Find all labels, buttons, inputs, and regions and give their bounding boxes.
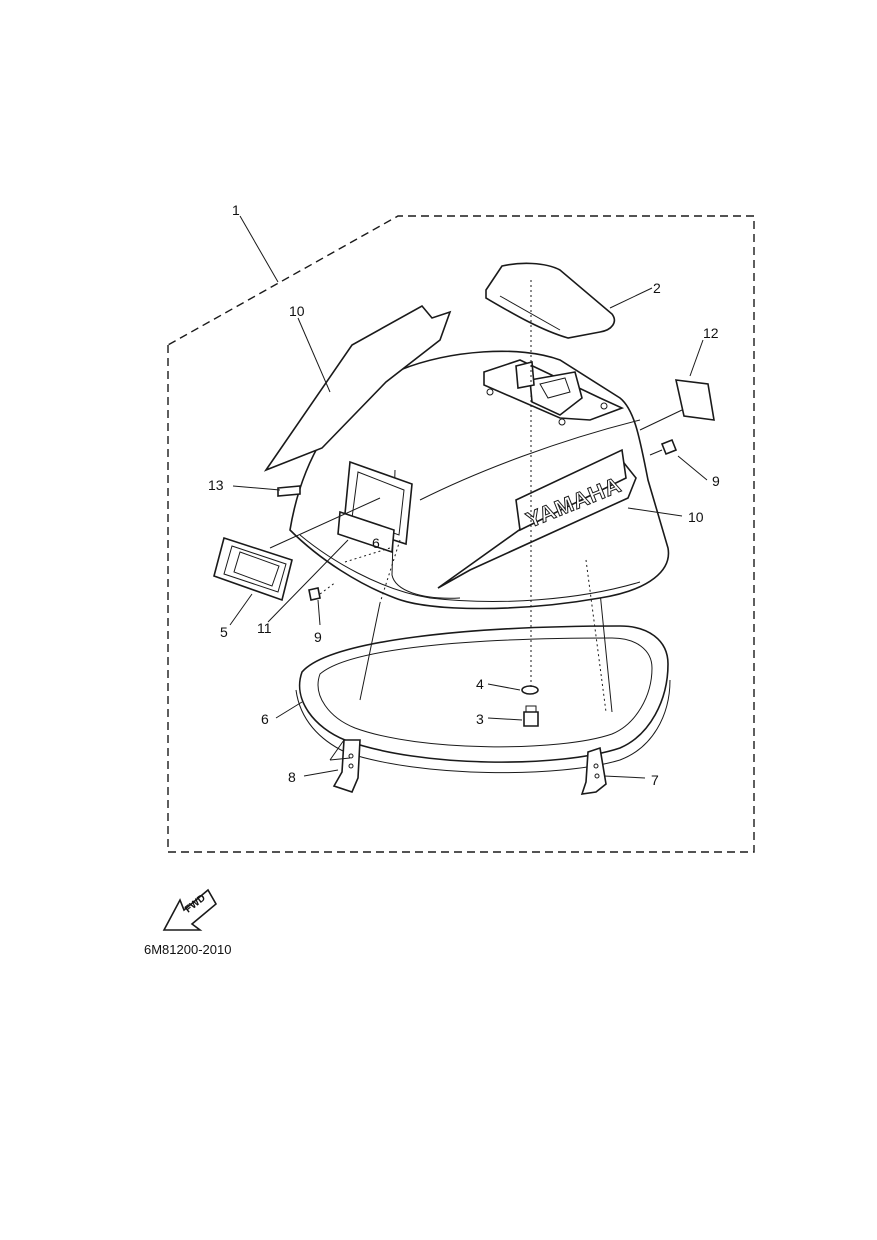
- model-badge-text: 6: [372, 535, 380, 551]
- callout-10-side: 10: [688, 509, 704, 525]
- bracket-left: [332, 739, 361, 793]
- lower-cowling-shadow: [359, 591, 613, 713]
- assembly-boundary: [167, 215, 755, 853]
- callout-11: 11: [257, 620, 272, 636]
- bracket-right: [580, 746, 607, 795]
- small-label: [277, 485, 301, 497]
- callout-12: 12: [703, 325, 719, 341]
- model-badge-plate: 6: [337, 510, 395, 554]
- callout-4: 4: [476, 676, 484, 692]
- callout-labels: 1 2 3 4 5 6 7 8 9 9 10 10 11 12 13: [208, 202, 720, 788]
- screw-right: [649, 438, 678, 456]
- leader-lines: [229, 215, 708, 779]
- grommet: [521, 685, 539, 695]
- bolt: [523, 705, 539, 727]
- callout-6: 6: [261, 711, 269, 727]
- callout-5: 5: [220, 624, 228, 640]
- callout-8: 8: [288, 769, 296, 785]
- fwd-arrow-icon: FWD: [162, 888, 218, 931]
- top-cap: [485, 262, 616, 339]
- callout-9-right: 9: [712, 473, 720, 489]
- callout-13: 13: [208, 477, 224, 493]
- plug: [674, 379, 715, 421]
- grommet-frame: [213, 536, 293, 602]
- callout-3: 3: [476, 711, 484, 727]
- callout-7: 7: [651, 772, 659, 788]
- diagram-code: 6M81200-2010: [144, 942, 231, 957]
- top-decal: [263, 304, 452, 472]
- callout-1: 1: [232, 202, 240, 218]
- callout-9-left: 9: [314, 629, 322, 645]
- screw-left: [308, 587, 321, 601]
- callout-10-top: 10: [289, 303, 305, 319]
- callout-2: 2: [653, 280, 661, 296]
